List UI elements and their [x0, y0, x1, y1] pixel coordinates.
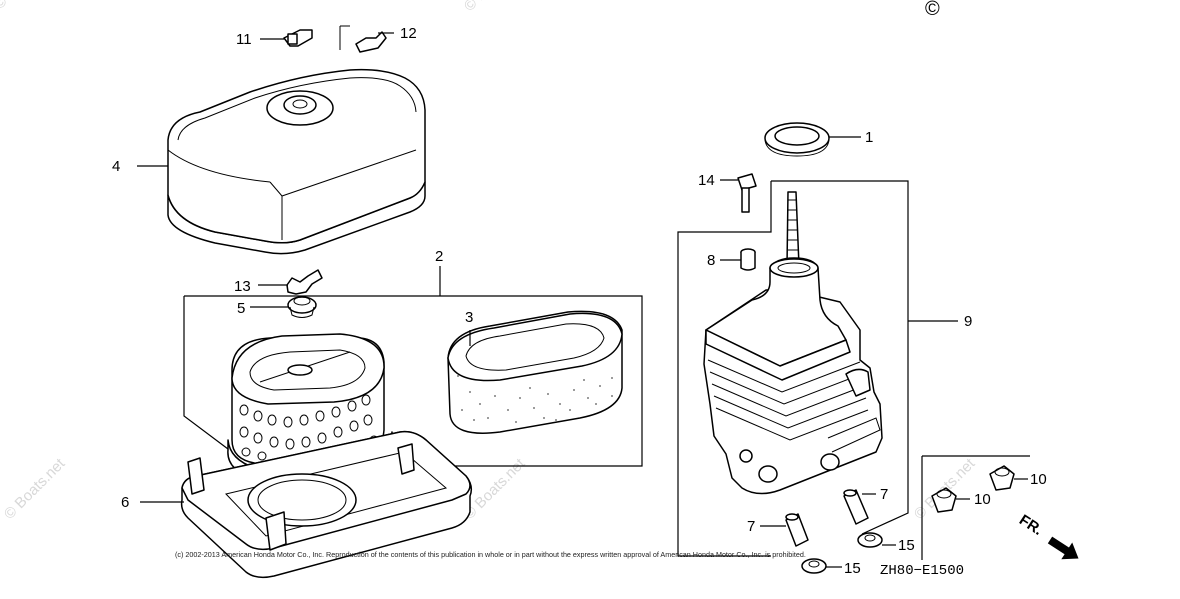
- callout-5: 5: [237, 300, 245, 317]
- callout-8: 8: [707, 252, 715, 269]
- callout-bracket: [184, 295, 643, 467]
- copyright-mark: ©: [925, 0, 940, 20]
- callout-bracket: [183, 296, 233, 453]
- callout-6: 6: [121, 494, 129, 511]
- clip-part: [283, 29, 313, 47]
- grommet: [287, 296, 317, 318]
- watermark: © Boats.net: [1, 455, 69, 523]
- callout-7: 7: [747, 518, 755, 535]
- callout-14: 14: [698, 172, 715, 189]
- callout-10: 10: [974, 491, 991, 508]
- filter-case: [703, 257, 883, 495]
- front-direction-arrow-icon: [1047, 536, 1079, 560]
- callout-2: 2: [435, 248, 443, 265]
- flange-nut: [801, 558, 827, 574]
- callout-3: 3: [465, 309, 473, 326]
- callout-9: 9: [964, 313, 972, 330]
- wing-nut: [286, 269, 323, 295]
- air-cleaner-base: [180, 430, 473, 579]
- callout-15: 15: [844, 560, 861, 577]
- clip-part: [339, 25, 387, 53]
- callout-1: 1: [865, 129, 873, 146]
- flange-nut: [857, 532, 883, 548]
- seal-ring: [764, 122, 830, 157]
- callout-10: 10: [1030, 471, 1047, 488]
- cap-nut: [989, 465, 1015, 491]
- pipe: [785, 513, 809, 547]
- callout-bracket: [771, 180, 909, 535]
- stud-bolt: [786, 191, 800, 267]
- callout-11: 11: [236, 31, 252, 48]
- bolt: [737, 173, 757, 213]
- air-cleaner-cover: [167, 68, 426, 255]
- callout-7: 7: [880, 486, 888, 503]
- cap-nut: [931, 487, 957, 513]
- watermark: © Boats.net: [461, 0, 529, 15]
- watermark: © Boats.net: [0, 0, 59, 13]
- foam-element: [447, 310, 623, 434]
- callout-13: 13: [234, 278, 251, 295]
- callout-12: 12: [400, 25, 417, 42]
- leader-lines: [137, 32, 1028, 568]
- callout-4: 4: [112, 158, 120, 175]
- pipe: [843, 489, 869, 525]
- copyright-notice: (c) 2002-2013 American Honda Motor Co., …: [175, 550, 806, 559]
- collar: [740, 248, 756, 271]
- callout-numbers: 1 2 3 4 5 6 7 7 8 9 10 10 11 12 13 14 15…: [112, 25, 1047, 577]
- diagram-code: ZH80−E1500: [880, 563, 964, 579]
- front-marker: FR.: [1016, 511, 1046, 538]
- callout-15: 15: [898, 537, 915, 554]
